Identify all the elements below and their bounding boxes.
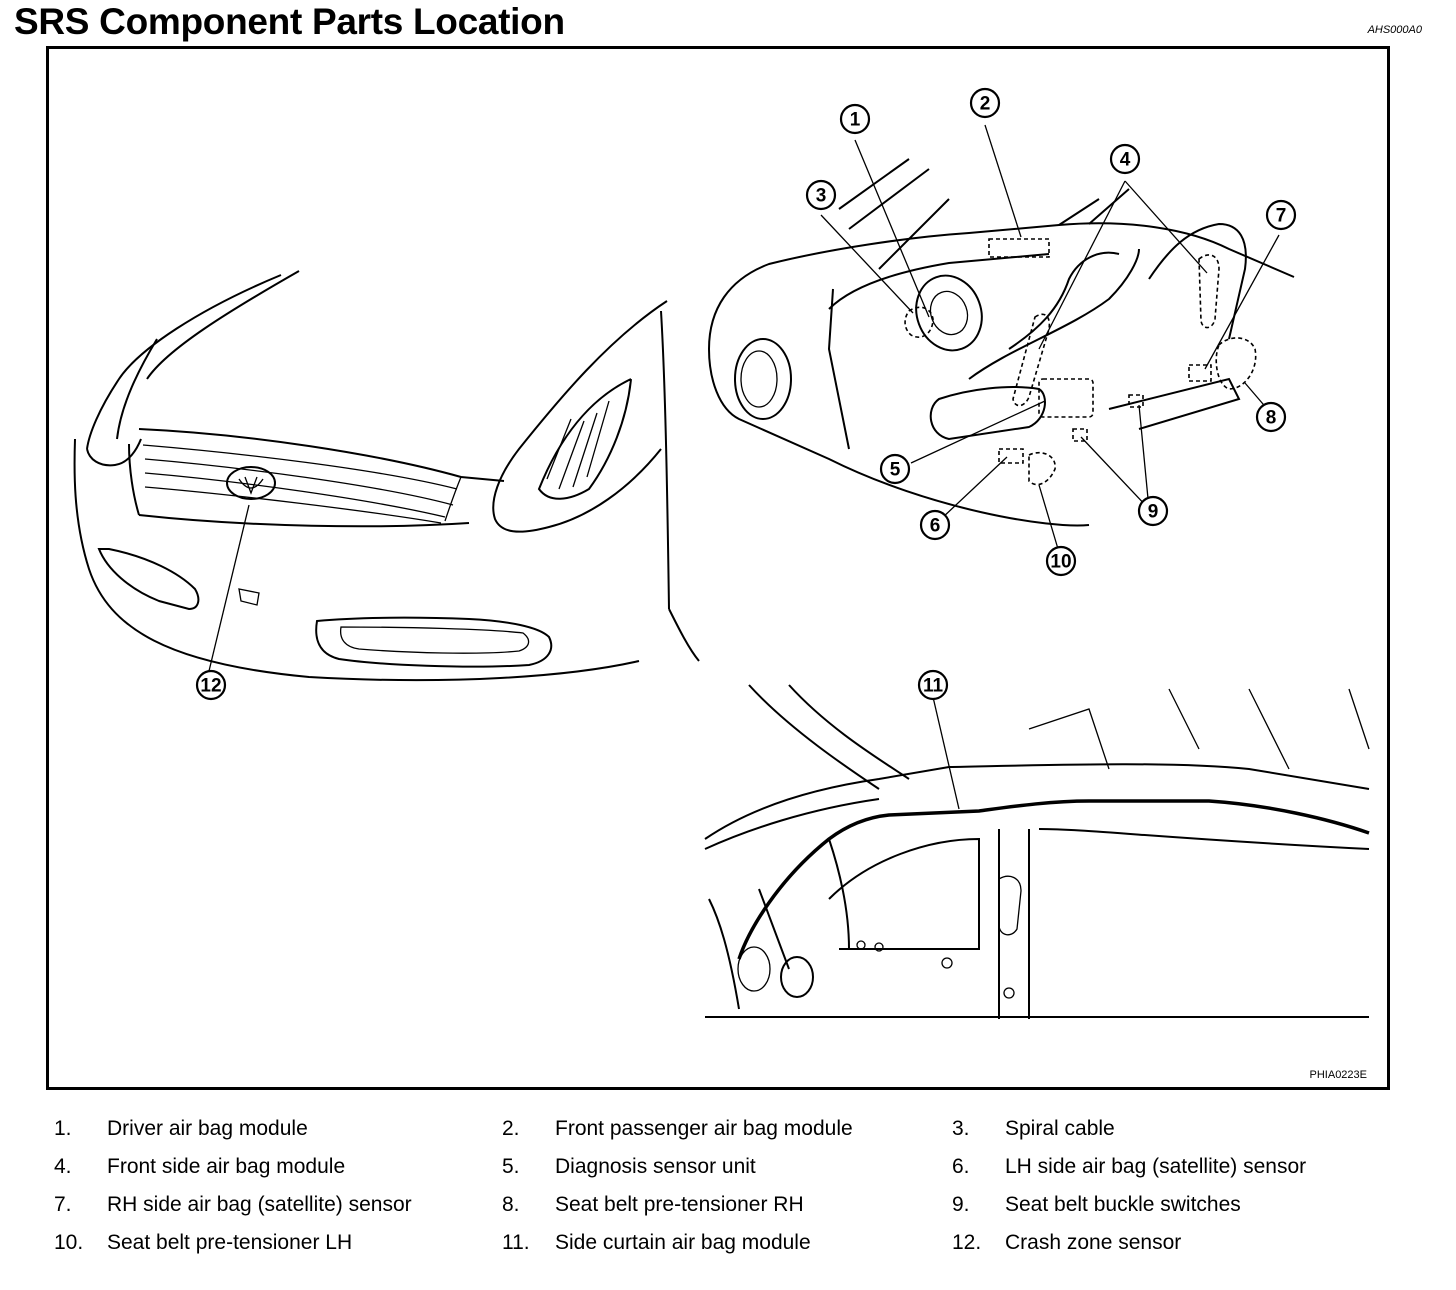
svg-text:12: 12: [200, 676, 221, 697]
diagram-frame: 1 2 3 4 5 6 7 8 9 10 11: [46, 46, 1390, 1090]
callout-5: 5: [879, 453, 911, 485]
legend-text: Side curtain air bag module: [555, 1231, 811, 1254]
legend-text: LH side air bag (satellite) sensor: [1005, 1155, 1307, 1178]
legend-number: 6.: [952, 1155, 970, 1178]
callout-1: 1: [839, 103, 871, 135]
legend-text: Spiral cable: [1005, 1117, 1115, 1140]
legend-text: Front passenger air bag module: [555, 1117, 853, 1140]
car-front-drawing: [73, 270, 700, 682]
callout-10: 10: [1045, 545, 1077, 577]
legend-number: 2.: [502, 1117, 520, 1140]
legend-number: 11.: [502, 1231, 530, 1254]
callout-2: 2: [969, 87, 1001, 119]
legend-text: Seat belt pre-tensioner LH: [107, 1231, 353, 1254]
legend-number: 1.: [54, 1117, 72, 1140]
interior-drawing: [708, 124, 1295, 560]
legend-number: 12.: [952, 1231, 982, 1254]
figure-code-bottom: PHIA0223E: [1309, 1069, 1367, 1081]
legend-text: Crash zone sensor: [1005, 1231, 1182, 1254]
callout-8: 8: [1255, 401, 1287, 433]
svg-text:8: 8: [1266, 408, 1277, 429]
svg-text:1: 1: [850, 110, 861, 131]
svg-text:7: 7: [1276, 206, 1287, 227]
svg-text:11: 11: [923, 676, 944, 697]
callout-6: 6: [919, 509, 951, 541]
component-diagram: 1 2 3 4 5 6 7 8 9 10 11: [73, 87, 1370, 1019]
legend-number: 9.: [952, 1193, 970, 1216]
svg-text:6: 6: [930, 516, 941, 537]
callout-9: 9: [1137, 495, 1169, 527]
callout-3: 3: [805, 179, 837, 211]
page-title: SRS Component Parts Location: [14, 1, 565, 42]
callout-12: 12: [195, 669, 227, 701]
legend-text: Driver air bag module: [107, 1117, 308, 1140]
legend-text: Front side air bag module: [107, 1155, 346, 1178]
legend-text: Seat belt pre-tensioner RH: [555, 1193, 804, 1216]
figure-code-top: AHS000A0: [1367, 24, 1422, 36]
svg-text:3: 3: [816, 186, 827, 207]
svg-text:5: 5: [890, 460, 901, 481]
curtain-airbag-drawing: [704, 684, 1370, 1019]
legend-number: 5.: [502, 1155, 520, 1178]
callout-4: 4: [1109, 143, 1141, 175]
legend-number: 7.: [54, 1193, 72, 1216]
callout-7: 7: [1265, 199, 1297, 231]
legend-text: Diagnosis sensor unit: [555, 1155, 756, 1178]
legend-number: 3.: [952, 1117, 970, 1140]
legend-text: RH side air bag (satellite) sensor: [107, 1193, 412, 1216]
callout-11: 11: [917, 669, 949, 701]
svg-text:10: 10: [1050, 552, 1071, 573]
legend-number: 8.: [502, 1193, 520, 1216]
legend-number: 10.: [54, 1231, 84, 1254]
svg-text:4: 4: [1120, 150, 1131, 171]
svg-text:2: 2: [980, 94, 991, 115]
legend-number: 4.: [54, 1155, 72, 1178]
svg-text:9: 9: [1148, 502, 1159, 523]
legend-text: Seat belt buckle switches: [1005, 1193, 1241, 1216]
